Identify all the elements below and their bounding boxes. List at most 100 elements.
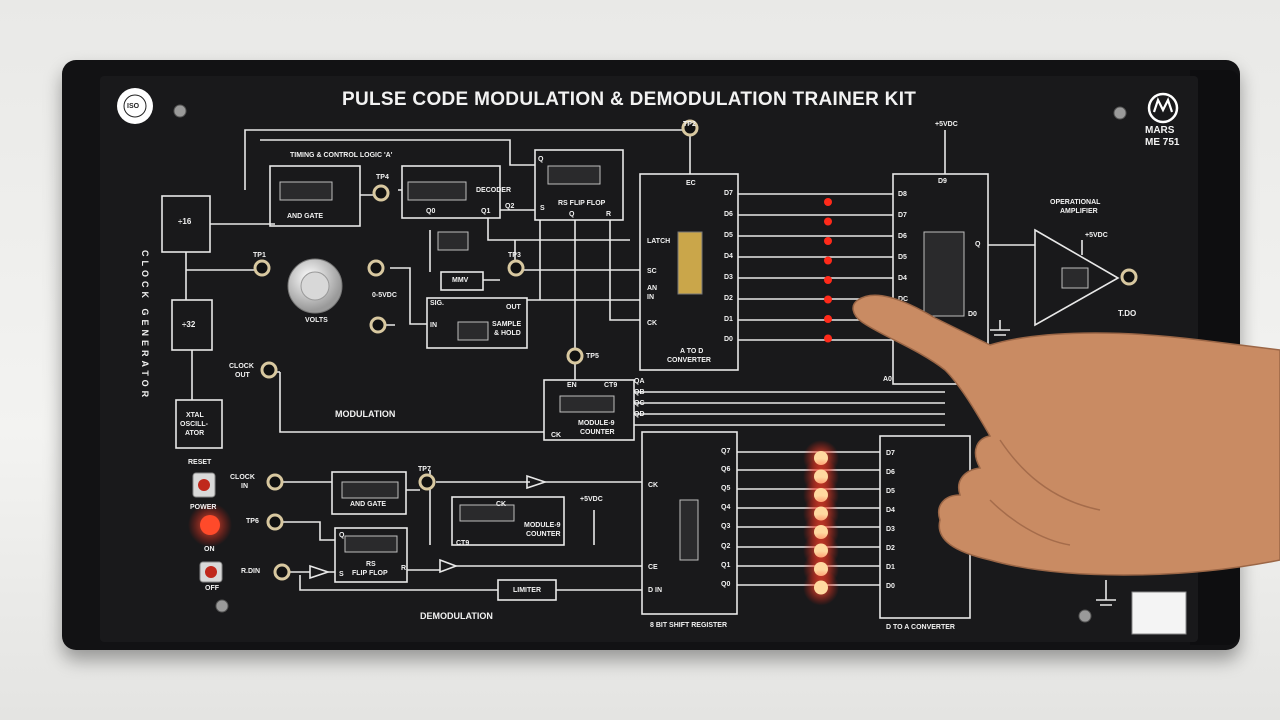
ic-chip <box>923 231 965 317</box>
timing-label: TIMING & CONTROL LOGIC 'A' <box>290 152 393 159</box>
mars-logo <box>1147 92 1179 124</box>
sr-pin-q3: Q3 <box>721 523 731 530</box>
tp6-label: TP6 <box>246 518 259 525</box>
volts-label: VOLTS <box>305 317 328 324</box>
xtal-box <box>175 399 223 449</box>
sr-pin-q7: Q7 <box>721 448 731 455</box>
ff-pin-q: Q <box>538 156 544 163</box>
adc-pin-d0: D0 <box>724 336 733 343</box>
demod-ct9: CT9 <box>456 540 470 547</box>
ic-chip <box>279 181 333 201</box>
led-column-bottom <box>803 440 839 606</box>
demod-rs-pin-s: S <box>339 571 344 578</box>
modulation-label: MODULATION <box>335 409 396 419</box>
adc-label-1: A TO D <box>680 348 704 355</box>
sh-label-1: SAMPLE <box>492 321 522 328</box>
clock-generator-label: CLOCK GENERATOR <box>140 250 150 402</box>
in-label: IN <box>430 322 437 329</box>
sr-pin-q5: Q5 <box>721 485 731 492</box>
adc-pin-latch: LATCH <box>647 238 671 245</box>
ff-pin-s: S <box>540 205 545 212</box>
dac-pin-d6: D6 <box>886 469 895 476</box>
rs-ff-box <box>534 149 624 221</box>
counter-pin-qd: QD <box>634 411 645 418</box>
dac-top-pin-d0: D0 <box>968 311 977 318</box>
counter-label-1: MODULE-9 <box>578 420 615 427</box>
dac-top-pin-d4: D4 <box>898 275 907 282</box>
adc-label-2: CONVERTER <box>667 357 711 364</box>
mmv-box <box>440 271 484 291</box>
sr-pin-q2: Q2 <box>721 543 731 550</box>
op-amp-label-2: AMPLIFIER <box>1060 208 1098 215</box>
counter-pin-ct9: CT9 <box>604 382 618 389</box>
demod-and-label: AND GATE <box>350 501 387 508</box>
sh-label-2: & HOLD <box>494 330 521 337</box>
dac-top-pin-dc: DC <box>898 296 909 303</box>
op-amp-triangle <box>1034 228 1120 327</box>
demodulation-label: DEMODULATION <box>420 611 493 621</box>
dac-pin-d4: D4 <box>886 507 895 514</box>
screw <box>215 599 229 613</box>
led-indicator <box>824 334 832 343</box>
tp4-label: TP4 <box>376 174 389 181</box>
sr-pin-q0: Q0 <box>721 581 731 588</box>
counter-label-2: COUNTER <box>580 429 615 436</box>
dac-pin-d1: D1 <box>886 564 895 571</box>
dac-top-pin-d8: D8 <box>898 191 907 198</box>
ic-chip <box>1061 267 1089 289</box>
adc-pin-d3: D3 <box>724 274 733 281</box>
ic-chip <box>437 231 469 251</box>
adc-pin-d7: D7 <box>724 190 733 197</box>
counter-pin-ck: CK <box>551 432 562 439</box>
clock-out-2: OUT <box>235 372 250 379</box>
demod-rs-ff-box <box>334 527 408 583</box>
clock-in-2: IN <box>241 483 248 490</box>
dac-top-a0: A0 <box>883 376 892 383</box>
demod-ck: CK <box>496 501 507 508</box>
decoder-pin-q0: Q0 <box>426 208 436 215</box>
ic-chip <box>341 481 399 499</box>
out-label: OUT <box>506 304 521 311</box>
demod-rs-pin-r: R <box>401 565 407 572</box>
brand-name: MARS <box>1145 125 1175 136</box>
demod-counter-box <box>451 496 565 546</box>
adc-pin-sc: SC <box>647 268 657 275</box>
sr-pin-din: D IN <box>648 587 662 594</box>
dac-bottom-label: D TO A CONVERTER <box>886 624 955 631</box>
ic-chip <box>559 395 615 413</box>
dac-top-pin-d7: D7 <box>898 212 907 219</box>
demod-supply: +5VDC <box>580 496 603 503</box>
sr-pin-q6: Q6 <box>721 466 731 473</box>
counter-pin-en: EN <box>567 382 577 389</box>
op-amp-output: T.DO <box>1118 309 1137 318</box>
adc-pin-d2: D2 <box>724 295 733 302</box>
test-sockets <box>253 119 1138 581</box>
adc-pin-d4: D4 <box>724 253 733 260</box>
dac-pin-d2: D2 <box>886 545 895 552</box>
div32-label: ÷32 <box>182 320 196 329</box>
adc-pin-d1: D1 <box>724 316 733 323</box>
demod-and-gate-box <box>331 471 407 515</box>
xtal-label-2: OSCILL- <box>180 421 208 428</box>
limiter-label: LIMITER <box>513 587 541 594</box>
xtal-label-3: ATOR <box>185 430 205 437</box>
dac-top-d9: D9 <box>938 178 947 185</box>
mmv-label: MMV <box>452 277 469 284</box>
adc-data-lines <box>738 193 893 341</box>
range-label: 0-5VDC <box>372 292 397 299</box>
rs-ff-label: RS FLIP FLOP <box>558 200 606 207</box>
led-indicator <box>824 276 832 284</box>
clock-in-1: CLOCK <box>230 474 255 481</box>
dac-top-q: Q <box>975 241 981 248</box>
decoder-pin-q1: Q1 <box>481 208 491 215</box>
demod-counter-2: COUNTER <box>526 531 561 538</box>
adc-pin-ck: CK <box>647 320 658 327</box>
adc-pin-d6: D6 <box>724 211 733 218</box>
op-amp-supply: +5VDC <box>1085 232 1108 239</box>
led-indicator <box>824 217 832 226</box>
tp3-label: TP3 <box>508 252 521 259</box>
sr-pin-ce: CE <box>648 564 658 571</box>
